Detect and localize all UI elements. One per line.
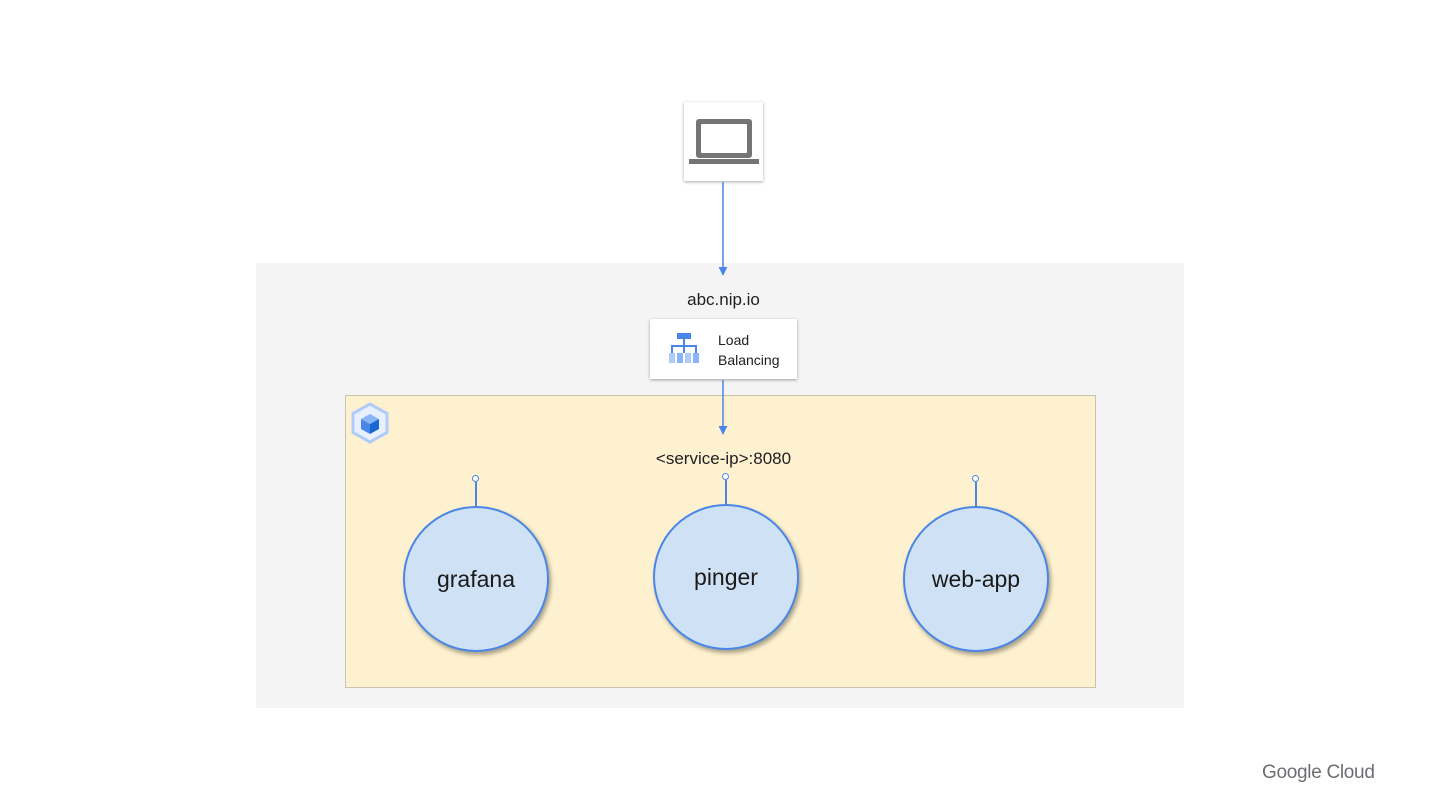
- client-node[interactable]: [684, 102, 763, 181]
- google-cloud-logo: Google Cloud: [1262, 762, 1375, 783]
- kubernetes-engine-icon: [351, 402, 389, 444]
- pod-pinger[interactable]: pinger: [653, 504, 799, 650]
- load-balancer-node[interactable]: Load Balancing: [650, 319, 797, 379]
- service-address-label: <service-ip>:8080: [655, 449, 792, 468]
- pod-port-dot: [472, 475, 479, 482]
- pod-web-app[interactable]: web-app: [903, 506, 1049, 652]
- pod-grafana[interactable]: grafana: [403, 506, 549, 652]
- pod-port-stem: [725, 480, 727, 504]
- pod-port-dot: [972, 475, 979, 482]
- laptop-icon: [688, 118, 759, 164]
- pod-label: pinger: [694, 563, 758, 590]
- load-balancing-icon: [669, 333, 699, 363]
- pod-label: web-app: [931, 565, 1021, 592]
- pod-port-stem: [975, 482, 977, 506]
- pod-port-stem: [475, 482, 477, 506]
- pod-label: grafana: [436, 565, 515, 592]
- pod-port-dot: [722, 473, 729, 480]
- domain-label: abc.nip.io: [687, 290, 760, 309]
- load-balancer-label: Load Balancing: [718, 332, 780, 368]
